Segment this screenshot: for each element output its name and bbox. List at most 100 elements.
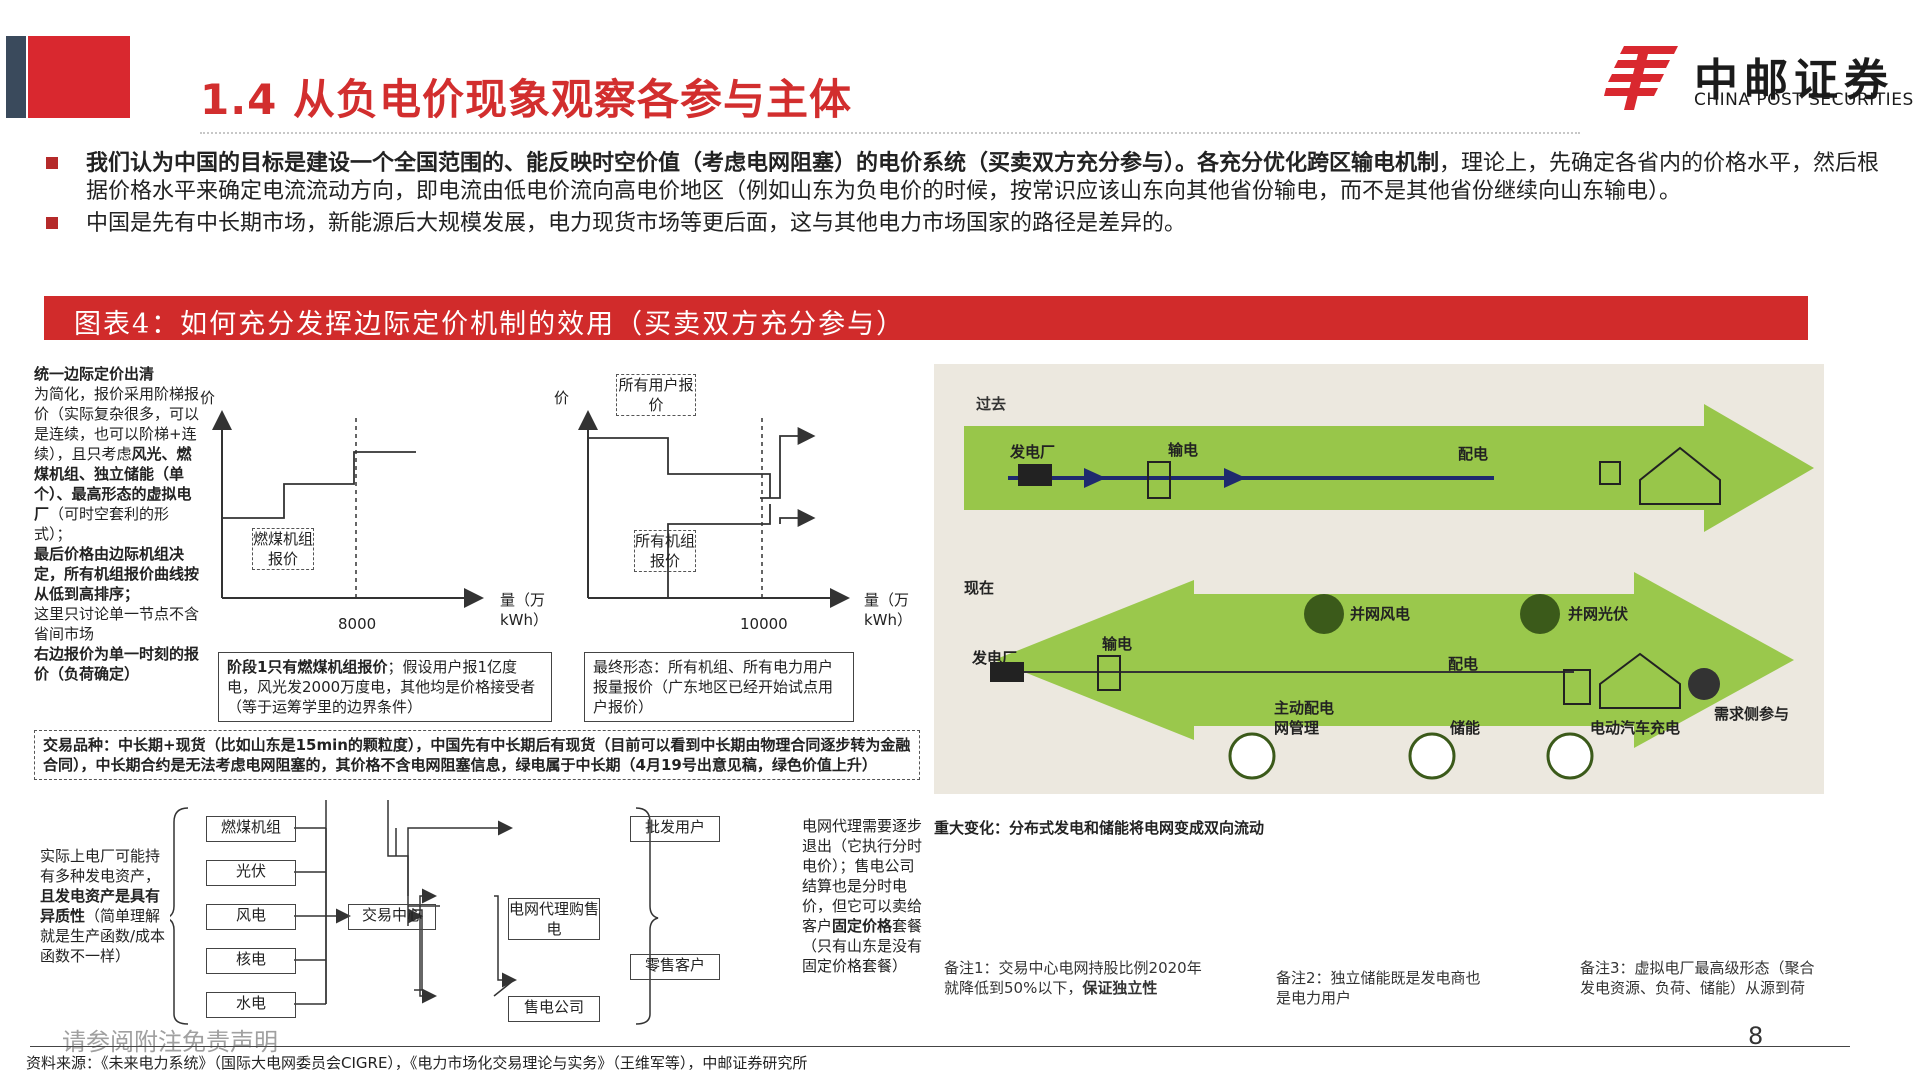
bid-curve-chart-2 [578, 410, 850, 608]
flow-left-note: 实际上电厂可能持有多种发电资产，且发电资产是具有异质性（简单理解就是生产函数/成… [40, 846, 168, 966]
source-wind: 风电 [206, 904, 296, 930]
remark-1-bold: 保证独立性 [1082, 979, 1158, 997]
page-title: 1.4 从负电价现象观察各参与主体 [200, 75, 853, 124]
consumer-icon [1688, 668, 1720, 700]
china-post-logo-icon [1604, 46, 1678, 110]
grid-evolution-illustration [964, 404, 1814, 780]
reverse-flow-arrow [994, 580, 1194, 740]
grid-management-icon [1228, 732, 1276, 780]
chart2-y-label: 价 [554, 389, 570, 407]
retailer-box: 售电公司 [508, 996, 600, 1022]
storage-icon [1408, 732, 1456, 780]
flow-left-note-text: （简单理解就是生产函数/成本函数不一样） [40, 907, 166, 965]
figure-title-bar: 图表4：如何充分发挥边际定价机制的效用（买卖双方充分参与） [44, 296, 1808, 340]
house-icon [1599, 652, 1681, 709]
left-brace [170, 807, 189, 1025]
figure-title: 图表4：如何充分发挥边际定价机制的效用（买卖双方充分参与） [74, 309, 906, 340]
solar-power-icon [1520, 594, 1560, 634]
label-now: 现在 [964, 579, 995, 597]
flow-right-note-text: 套餐（只有山东是没有固定价格套餐） [802, 917, 923, 975]
meter-icon [1563, 669, 1591, 705]
chart1-x-label: 量（万kWh） [500, 591, 549, 629]
bullet-square-icon [46, 157, 58, 169]
demand-bid-step-line [588, 437, 771, 498]
chart2-x-tick: 10000 [740, 615, 788, 633]
source-nuclear: 核电 [206, 948, 296, 974]
flow-right-note-text: 电网代理需要逐步退出（它执行分时电价）；售电公司结算也是分时电价，但它可以卖给客… [802, 817, 923, 935]
label-transmission: 输电 [1168, 441, 1199, 459]
meter-icon [1599, 461, 1621, 485]
remark-2: 备注2：独立储能既是发电商也是电力用户 [1276, 969, 1481, 1007]
bullet-square-icon [46, 217, 58, 229]
chart2-x-label: 量（万kWh） [864, 591, 913, 629]
source-note: 资料来源：《未来电力系统》（国际大电网委员会CIGRE），《电力市场化交易理论与… [26, 1054, 808, 1072]
price-up-arrow [760, 427, 816, 499]
chart1-y-label: 价 [200, 389, 216, 407]
stage1-bold: 阶段1只有燃煤机组报价 [227, 658, 388, 676]
left-notes-heading: 统一边际定价出清 [34, 365, 155, 383]
flow-left-note-bold: 且发电资产是具有异质性 [40, 887, 161, 925]
power-plant-icon [990, 662, 1024, 682]
bullet-bold-text: 我们认为中国的目标是建设一个全国范围的、能反映时空价值（考虑电网阻塞）的电价系统… [86, 151, 1440, 176]
label-demand: 需求侧参与 [1714, 705, 1790, 723]
brand-name-en: CHINA POST SECURITIES [1694, 90, 1914, 110]
label-distribution: 配电 [1448, 655, 1479, 673]
trade-type-box: 交易品种：中长期+现货（比如山东是15min的颗粒度），中国先有中长期后有现货（… [34, 730, 920, 780]
page-number: 8 [1748, 1022, 1764, 1050]
coal-bid-step-line [222, 451, 416, 519]
supply-bid-step-line [667, 504, 771, 598]
house-icon [1639, 446, 1721, 505]
transmission-tower-icon [1097, 655, 1121, 691]
left-notes-text: 这里只讨论单一节点不含省间市场 [34, 605, 200, 643]
bullet-text: 中国是先有中长期市场，新能源后大规模发展，电力现货市场等更后面，这与其他电力市场… [86, 211, 1187, 236]
left-notes-text: 为简化，报价采用阶梯报价（实际复杂很多，可以是连续，也可以阶梯+连续），且只考虑 [34, 385, 200, 463]
flow-right-note: 电网代理需要逐步退出（它执行分时电价）；售电公司结算也是分时电价，但它可以卖给客… [802, 816, 926, 976]
header-accent-bar [6, 36, 26, 118]
label-storage: 储能 [1450, 719, 1481, 737]
remark-1: 备注1：交易中心电网持股比例2020年就降低到50%以下，保证独立性 [944, 958, 1208, 998]
source-coal: 燃煤机组 [206, 816, 296, 842]
right-brace [635, 807, 659, 1025]
trading-center: 交易中心 [348, 904, 436, 930]
retail-customer-box: 零售客户 [630, 954, 720, 980]
label-plant: 发电厂 [972, 649, 1018, 667]
left-notes-text: （可时空套利的形式）； [34, 505, 170, 543]
ev-charging-icon [1546, 732, 1594, 780]
source-solar: 光伏 [206, 860, 296, 886]
image-caption: 重大变化：分布式发电和储能将电网变成双向流动 [934, 819, 1265, 837]
wind-power-icon [1304, 594, 1344, 634]
label-solar: 并网光伏 [1568, 605, 1629, 623]
source-hydro: 水电 [206, 992, 296, 1018]
left-notes: 统一边际定价出清 为简化，报价采用阶梯报价（实际复杂很多，可以是连续，也可以阶梯… [34, 364, 202, 684]
flow-left-note-text: 实际上电厂可能持有多种发电资产， [40, 847, 161, 885]
label-ev: 电动汽车充电 [1590, 719, 1681, 737]
flow-right-note-bold: 固定价格 [832, 917, 893, 935]
left-notes-bold: 最后价格由边际机组决定，所有机组报价曲线按从低到高排序； [34, 545, 200, 603]
user-bid-label: 所有用户报价 [616, 374, 696, 416]
remark-3: 备注3：虚拟电厂最高级形态（聚合发电资源、负荷、储能）从源到荷 [1580, 959, 1815, 997]
stage1-box: 阶段1只有燃煤机组报价；假设用户报1亿度电，风光发2000万度电，其他均是价格接… [218, 652, 552, 722]
bullet-text: ，理论上，先确定各省内的价格水平，然后根据价格水平来确定电流流动方向，即电流由低… [86, 151, 1880, 204]
chart1-x-tick: 8000 [338, 615, 377, 633]
header-divider [200, 132, 1580, 134]
header-red-block [28, 36, 130, 118]
label-transmission: 输电 [1102, 635, 1133, 653]
label-wind: 并网风电 [1350, 605, 1411, 623]
left-notes-bold: 风光、燃煤机组、独立储能（单个）、最高形态的虚拟电厂 [34, 445, 192, 523]
price-down-arrow [779, 509, 816, 527]
brand-name-cn: 中邮证券 [1694, 55, 1894, 106]
stage1-text: ；假设用户报1亿度电，风光发2000万度电，其他均是价格接受者（等于运筹学里的边… [227, 658, 536, 716]
transmission-tower-icon [1147, 461, 1171, 499]
label-past: 过去 [976, 395, 1007, 413]
bullet-item: 中国是先有中长期市场，新能源后大规模发展，电力现货市场等更后面，这与其他电力市场… [44, 210, 1884, 238]
bidirectional-flow-arrow [1044, 572, 1794, 748]
wholesale-user-box: 批发用户 [630, 816, 720, 842]
power-plant-icon [1018, 464, 1052, 486]
final-stage-box: 最终形态：所有机组、所有电力用户报量报价（广东地区已经开始试点用户报价） [584, 652, 854, 722]
market-flow-diagram [170, 800, 659, 1025]
disclaimer-watermark: 请参阅附注免责声明 [62, 1028, 278, 1056]
bullet-list: 我们认为中国的目标是建设一个全国范围的、能反映时空价值（考虑电网阻塞）的电价系统… [44, 150, 1884, 242]
bullet-item: 我们认为中国的目标是建设一个全国范围的、能反映时空价值（考虑电网阻塞）的电价系统… [44, 150, 1884, 206]
past-flow-arrow [964, 404, 1814, 532]
label-distribution: 配电 [1458, 445, 1489, 463]
